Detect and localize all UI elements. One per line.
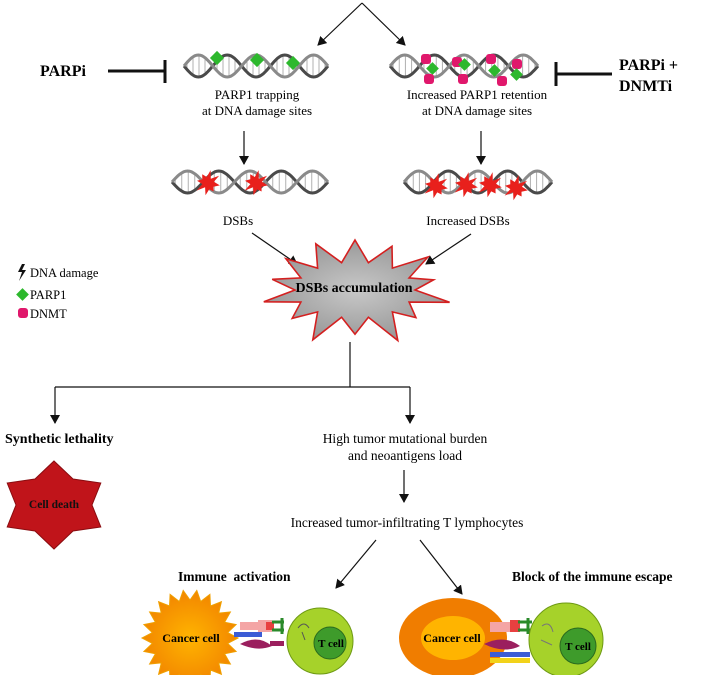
parp1-dnmt-markers-right [421,54,523,86]
dsb-burst-icon [454,172,478,198]
block-immune-escape-label: Block of the immune escape [512,569,672,584]
cancer-cell-label-right: Cancer cell [423,631,481,645]
parp1-diamond-icon [285,55,301,71]
infiltrating-lymphocytes-label: Increased tumor-infiltrating T lymphocyt… [291,515,524,530]
cancer-cell-spiky [140,589,240,675]
parpi-label: PARPi [40,63,86,80]
arrows-to-immune [335,539,463,595]
branch-connector [50,342,415,424]
dna-helix-right-middle [402,169,554,195]
svg-text:PARP1 trapping: PARP1 trapping [215,87,300,102]
t-cell-label-right: T cell [565,641,591,653]
rounded-square-icon [18,308,28,318]
dnmt-square-icon [486,54,496,64]
svg-text:DNMTi: DNMTi [619,78,673,95]
left-branch-caption: PARP1 trapping at DNA damage sites [202,87,312,118]
svg-text:at DNA damage sites: at DNA damage sites [202,103,312,118]
immune-activation-label: Immune activation [178,569,291,584]
dsb-burst-icon [196,170,220,196]
mutational-burden-text: High tumor mutational burden and neoanti… [323,431,488,463]
dsbs-label: DSBs [223,213,253,228]
cell-death-shape [6,460,102,550]
dsb-burst-icon [504,175,528,201]
legend-parp1: PARP1 [30,288,66,302]
parp1-diamond-icon [458,58,471,71]
dsb-burst-icon [424,173,448,199]
dsbs-accumulation-burst [263,238,450,343]
immune-activation-synapse: Cancer cell T cell [140,589,354,675]
legend-dna-damage: DNA damage [30,266,99,280]
svg-text:Increased PARP1 retention: Increased PARP1 retention [407,87,548,102]
parpi-inhibition-line [108,60,167,83]
dnmt-square-icon [421,54,431,64]
dsb-markers-left [196,170,268,196]
diamond-icon [16,288,29,301]
dna-helix-left-middle [170,169,330,195]
t-cell-nucleus-right [559,627,597,665]
cell-death-label: Cell death [29,499,80,511]
t-cell-label-left: T cell [318,638,344,650]
dnmt-square-icon [458,74,468,84]
legend-dnmt: DNMT [30,307,67,321]
dsbs-accumulation-label: DSBs accumulation [295,281,412,296]
svg-text:and neoantigens load: and neoantigens load [348,448,462,463]
parp1-diamond-icon [426,62,439,75]
right-branch-caption: Increased PARP1 retention at DNA damage … [407,87,548,118]
svg-text:at DNA damage sites: at DNA damage sites [422,103,532,118]
t-cell-nucleus [313,626,347,660]
block-escape-synapse: Cancer cell T cell [399,598,604,675]
synthetic-lethality-label: Synthetic lethality [5,432,114,447]
dsb-markers-right [424,172,528,201]
parpi-dnmti-inhibition-line [554,62,612,86]
dnmt-square-icon [497,76,507,86]
increased-dsbs-label: Increased DSBs [426,213,509,228]
svg-text:PARPi +: PARPi + [619,57,678,74]
parpi-dnmti-label: PARPi + DNMTi [619,57,678,95]
legend: DNA damage PARP1 DNMT [16,264,99,321]
lightning-icon [18,264,26,281]
dsb-burst-icon [244,170,268,196]
cancer-cell-label-left: Cancer cell [162,631,220,645]
arrows-to-accumulation [251,232,472,265]
svg-text:High tumor mutational burden: High tumor mutational burden [323,431,488,446]
dnmt-square-icon [424,74,434,84]
dnmt-square-icon [512,59,522,69]
down-arrows-to-dsb [239,131,486,165]
parp1-diamond-icon [488,64,501,77]
dsb-burst-icon [478,172,502,198]
top-arrows [317,2,406,46]
parp1-diamond-icon [249,52,265,68]
